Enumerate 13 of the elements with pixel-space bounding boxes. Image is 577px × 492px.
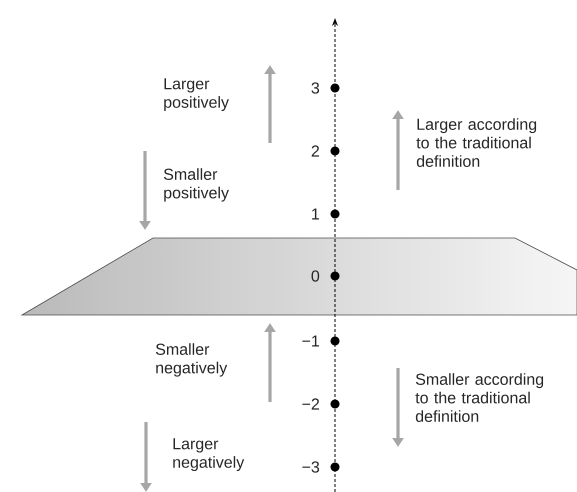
tick-label: 1 — [312, 208, 320, 220]
direction-label: Smaller according to the traditional definition — [415, 373, 544, 422]
tick-label: −3 — [302, 461, 320, 473]
tick-label: 3 — [312, 82, 320, 94]
direction-label: Smaller negatively — [156, 343, 228, 377]
tick-label: 0 — [312, 270, 320, 282]
tick-label: 2 — [312, 145, 319, 157]
tick-label: −2 — [302, 398, 319, 410]
direction-label: Larger positively — [164, 78, 229, 112]
tick-label: −1 — [302, 336, 320, 346]
direction-label: Larger according to the traditional definition — [416, 118, 536, 167]
direction-label: Smaller positively — [164, 168, 229, 202]
direction-label: Larger negatively — [173, 438, 244, 472]
